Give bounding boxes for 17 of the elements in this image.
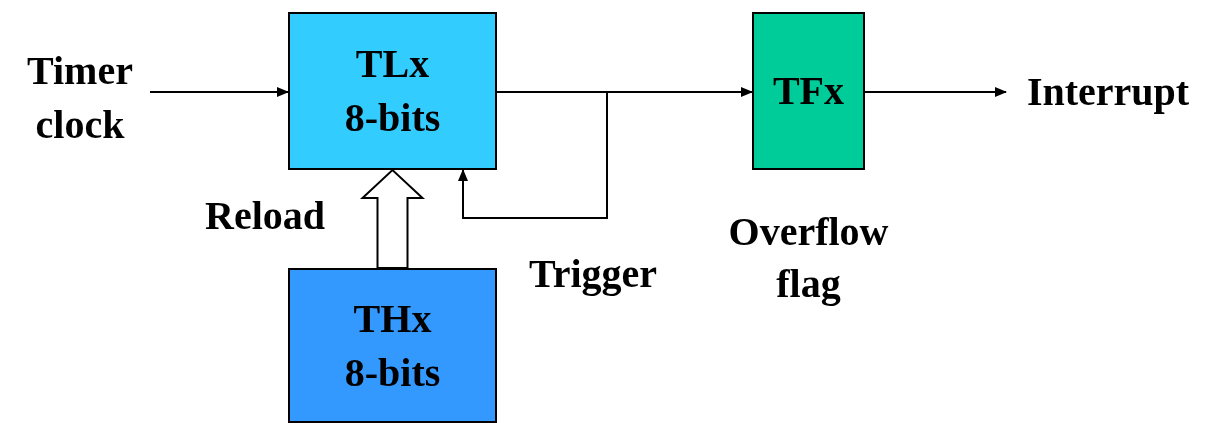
node-text: 8-bits — [344, 94, 441, 142]
hollow-arrow — [359, 168, 426, 269]
node-text: THx — [353, 294, 432, 343]
arrow — [864, 87, 1007, 97]
node-text: TLx — [355, 40, 430, 88]
edge-label: Trigger — [527, 254, 659, 294]
node-text: 8-bits — [344, 348, 441, 397]
edge-label: Reload — [204, 196, 326, 236]
node-text: Timer clock — [26, 47, 134, 149]
node-text: Interrupt — [1026, 68, 1190, 116]
register-box — [288, 12, 497, 170]
node-text: TFx — [772, 67, 845, 115]
caption-text: Overflow flag — [727, 208, 890, 308]
flag-box — [752, 12, 865, 170]
arrow — [149, 87, 289, 97]
arrow — [458, 91, 608, 219]
register-box — [288, 268, 497, 423]
